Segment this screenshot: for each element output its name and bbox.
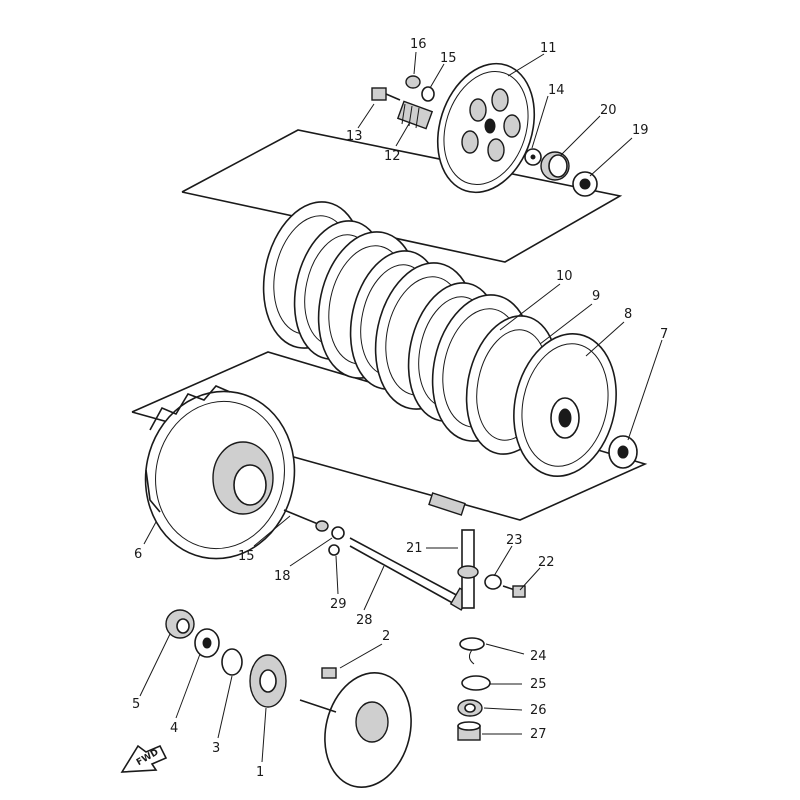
- circlip-25: [461, 675, 491, 691]
- pressure-plate: [436, 62, 536, 194]
- callout-16: 15: [440, 51, 457, 66]
- callout-13: 13: [346, 129, 363, 144]
- callout-labels: 16 15 11 14 20 19 13 12 10 9 8 7 6 15 18…: [132, 37, 668, 780]
- callout-28: 28: [356, 613, 373, 628]
- clutch-boss: [513, 333, 617, 477]
- callout-21: 21: [406, 541, 423, 556]
- ball-18: [331, 526, 345, 540]
- callout-3: 3: [212, 741, 220, 756]
- lock-washer: [572, 171, 598, 197]
- small-nut: [405, 75, 421, 89]
- bolt-13: [371, 87, 401, 101]
- callout-11: 11: [540, 41, 557, 56]
- circlip-3: [221, 648, 243, 676]
- callout-17: 16: [410, 37, 427, 52]
- callout-14: 14: [548, 83, 565, 98]
- callout-12: 12: [384, 149, 401, 164]
- callout-8: 8: [624, 307, 632, 322]
- callout-9: 9: [592, 289, 600, 304]
- bearing-27: [457, 721, 481, 741]
- plates-frame: [131, 351, 648, 521]
- bearing-26: [457, 699, 483, 717]
- callout-19: 19: [632, 123, 649, 138]
- callout-5: 5: [132, 697, 140, 712]
- callout-25: 25: [530, 677, 547, 692]
- callout-1: 1: [256, 765, 264, 780]
- primary-drive-gear: [249, 654, 287, 708]
- callout-6: 6: [134, 547, 142, 562]
- callout-10: 10: [556, 269, 573, 284]
- push-lever-shaft: [428, 492, 479, 609]
- callout-18: 18: [274, 569, 291, 584]
- callout-4: 4: [170, 721, 178, 736]
- clutch-housing: [144, 385, 296, 560]
- push-rod-short: [283, 509, 329, 532]
- clutch-spring: [396, 100, 434, 130]
- washer-16: [421, 86, 435, 102]
- callout-27: 27: [530, 727, 547, 742]
- callout-20: 20: [600, 103, 617, 118]
- fwd-arrow-icon: [120, 744, 168, 773]
- callout-2: 2: [382, 629, 390, 644]
- ball-29: [328, 544, 340, 556]
- callout-29: 29: [330, 597, 347, 612]
- oil-seal: [484, 574, 502, 590]
- callout-22: 22: [538, 555, 555, 570]
- crankshaft-cover: [299, 672, 412, 788]
- key-2: [321, 667, 337, 679]
- clutch-plate-stack: [262, 201, 559, 455]
- washer-14: [524, 148, 542, 166]
- callout-26: 26: [530, 703, 547, 718]
- bolt-22: [502, 585, 526, 598]
- spring-24: [459, 637, 485, 665]
- leader-lines: [139, 51, 663, 763]
- fwd-marker: FWD: [120, 744, 168, 773]
- callout-7: 7: [660, 327, 668, 342]
- lock-washer-4: [194, 628, 220, 658]
- clutch-boss-nut: [540, 151, 570, 181]
- nut-5: [165, 609, 195, 639]
- callout-24: 24: [530, 649, 547, 664]
- callout-15: 15: [238, 549, 255, 564]
- callout-23: 23: [506, 533, 523, 548]
- thrust-washer: [608, 435, 638, 469]
